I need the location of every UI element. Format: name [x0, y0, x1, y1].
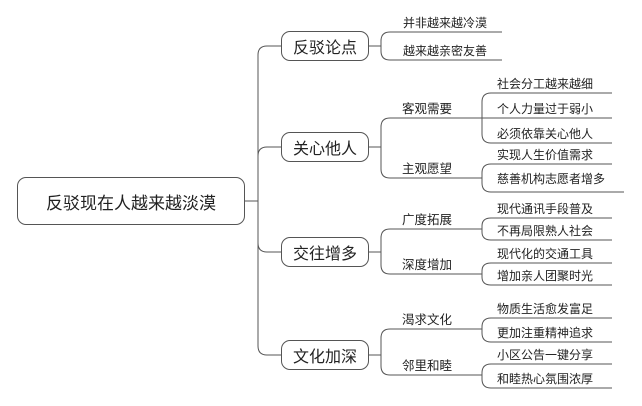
b1-leaf-1: 并非越来越冷漠: [403, 16, 488, 30]
b2g1-leaf-3: 必须依靠关心他人: [497, 127, 594, 141]
b3g1-leaf-2: 不再局限熟人社会: [497, 224, 594, 238]
branch-1-topic: 反驳论点: [281, 31, 369, 61]
b2g2-leaf-2: 慈善机构志愿者增多: [497, 172, 606, 186]
b3g1-leaf-1: 现代通讯手段普及: [497, 202, 594, 216]
connector-root-branch-3: [245, 200, 281, 253]
connector-b2-group-2: [369, 146, 470, 179]
connector-b4-group-1: [369, 328, 470, 356]
connector-b4g2-leaf-1: [470, 363, 612, 376]
connector-b3g1-leaf-2: [470, 228, 612, 241]
branch-4-topic: 文化加深: [281, 340, 369, 370]
connector-b4g1-leaf-2: [470, 328, 612, 343]
connector-b3g2-leaf-2: [470, 273, 612, 286]
b2-group-1-label: 客观需要: [402, 101, 453, 116]
root-topic: 反驳现在人越来越淡漠: [17, 177, 245, 225]
b4g2-leaf-1: 小区公告一键分享: [497, 348, 594, 362]
connector-b1-leaf-1: [369, 31, 502, 47]
b4-group-1-label: 渴求文化: [402, 312, 453, 327]
connector-root-branch-4: [245, 200, 281, 356]
connector-b2g2-leaf-2: [470, 177, 624, 193]
connector-b2g2-leaf-1: [470, 163, 612, 179]
connector-b3g1-leaf-1: [470, 217, 612, 230]
connector-b2g1-leaf-1: [470, 92, 612, 119]
b4g2-leaf-2: 和睦热心氛围浓厚: [497, 372, 594, 386]
connector-b3g2-leaf-1: [470, 262, 612, 275]
connector-root-branch-2: [245, 146, 281, 202]
connector-b2g1-leaf-3: [470, 117, 612, 144]
b2-group-2-label: 主观愿望: [402, 161, 453, 176]
b4g1-leaf-1: 物质生活愈发富足: [497, 302, 594, 316]
b2g1-leaf-2: 个人力量过于弱小: [497, 102, 594, 116]
b1-leaf-2: 越来越亲密友善: [403, 44, 488, 58]
connector-b1-leaf-2: [369, 45, 502, 61]
b4g1-leaf-2: 更加注重精神追求: [497, 326, 594, 340]
b3-group-2-label: 深度增加: [402, 257, 453, 272]
b3-group-1-label: 广度拓展: [402, 212, 453, 227]
connector-b4g2-leaf-2: [470, 374, 612, 389]
b2g1-leaf-1: 社会分工越来越细: [497, 77, 594, 91]
connector-b2-group-1: [369, 117, 470, 148]
b3g2-leaf-1: 现代化的交通工具: [497, 247, 594, 261]
branch-3-topic: 交往增多: [281, 237, 369, 267]
connector-b4-group-2: [369, 354, 470, 376]
b2g2-leaf-1: 实现人生价值需求: [497, 148, 594, 162]
branch-2-topic: 关心他人: [281, 132, 369, 162]
connector-b4g1-leaf-1: [470, 317, 612, 330]
b4-group-2-label: 邻里和睦: [402, 358, 453, 373]
connector-root-branch-1: [245, 45, 281, 202]
b3g2-leaf-2: 增加亲人团聚时光: [497, 269, 594, 283]
connector-b3-group-2: [369, 251, 470, 275]
connector-b3-group-1: [369, 228, 470, 253]
